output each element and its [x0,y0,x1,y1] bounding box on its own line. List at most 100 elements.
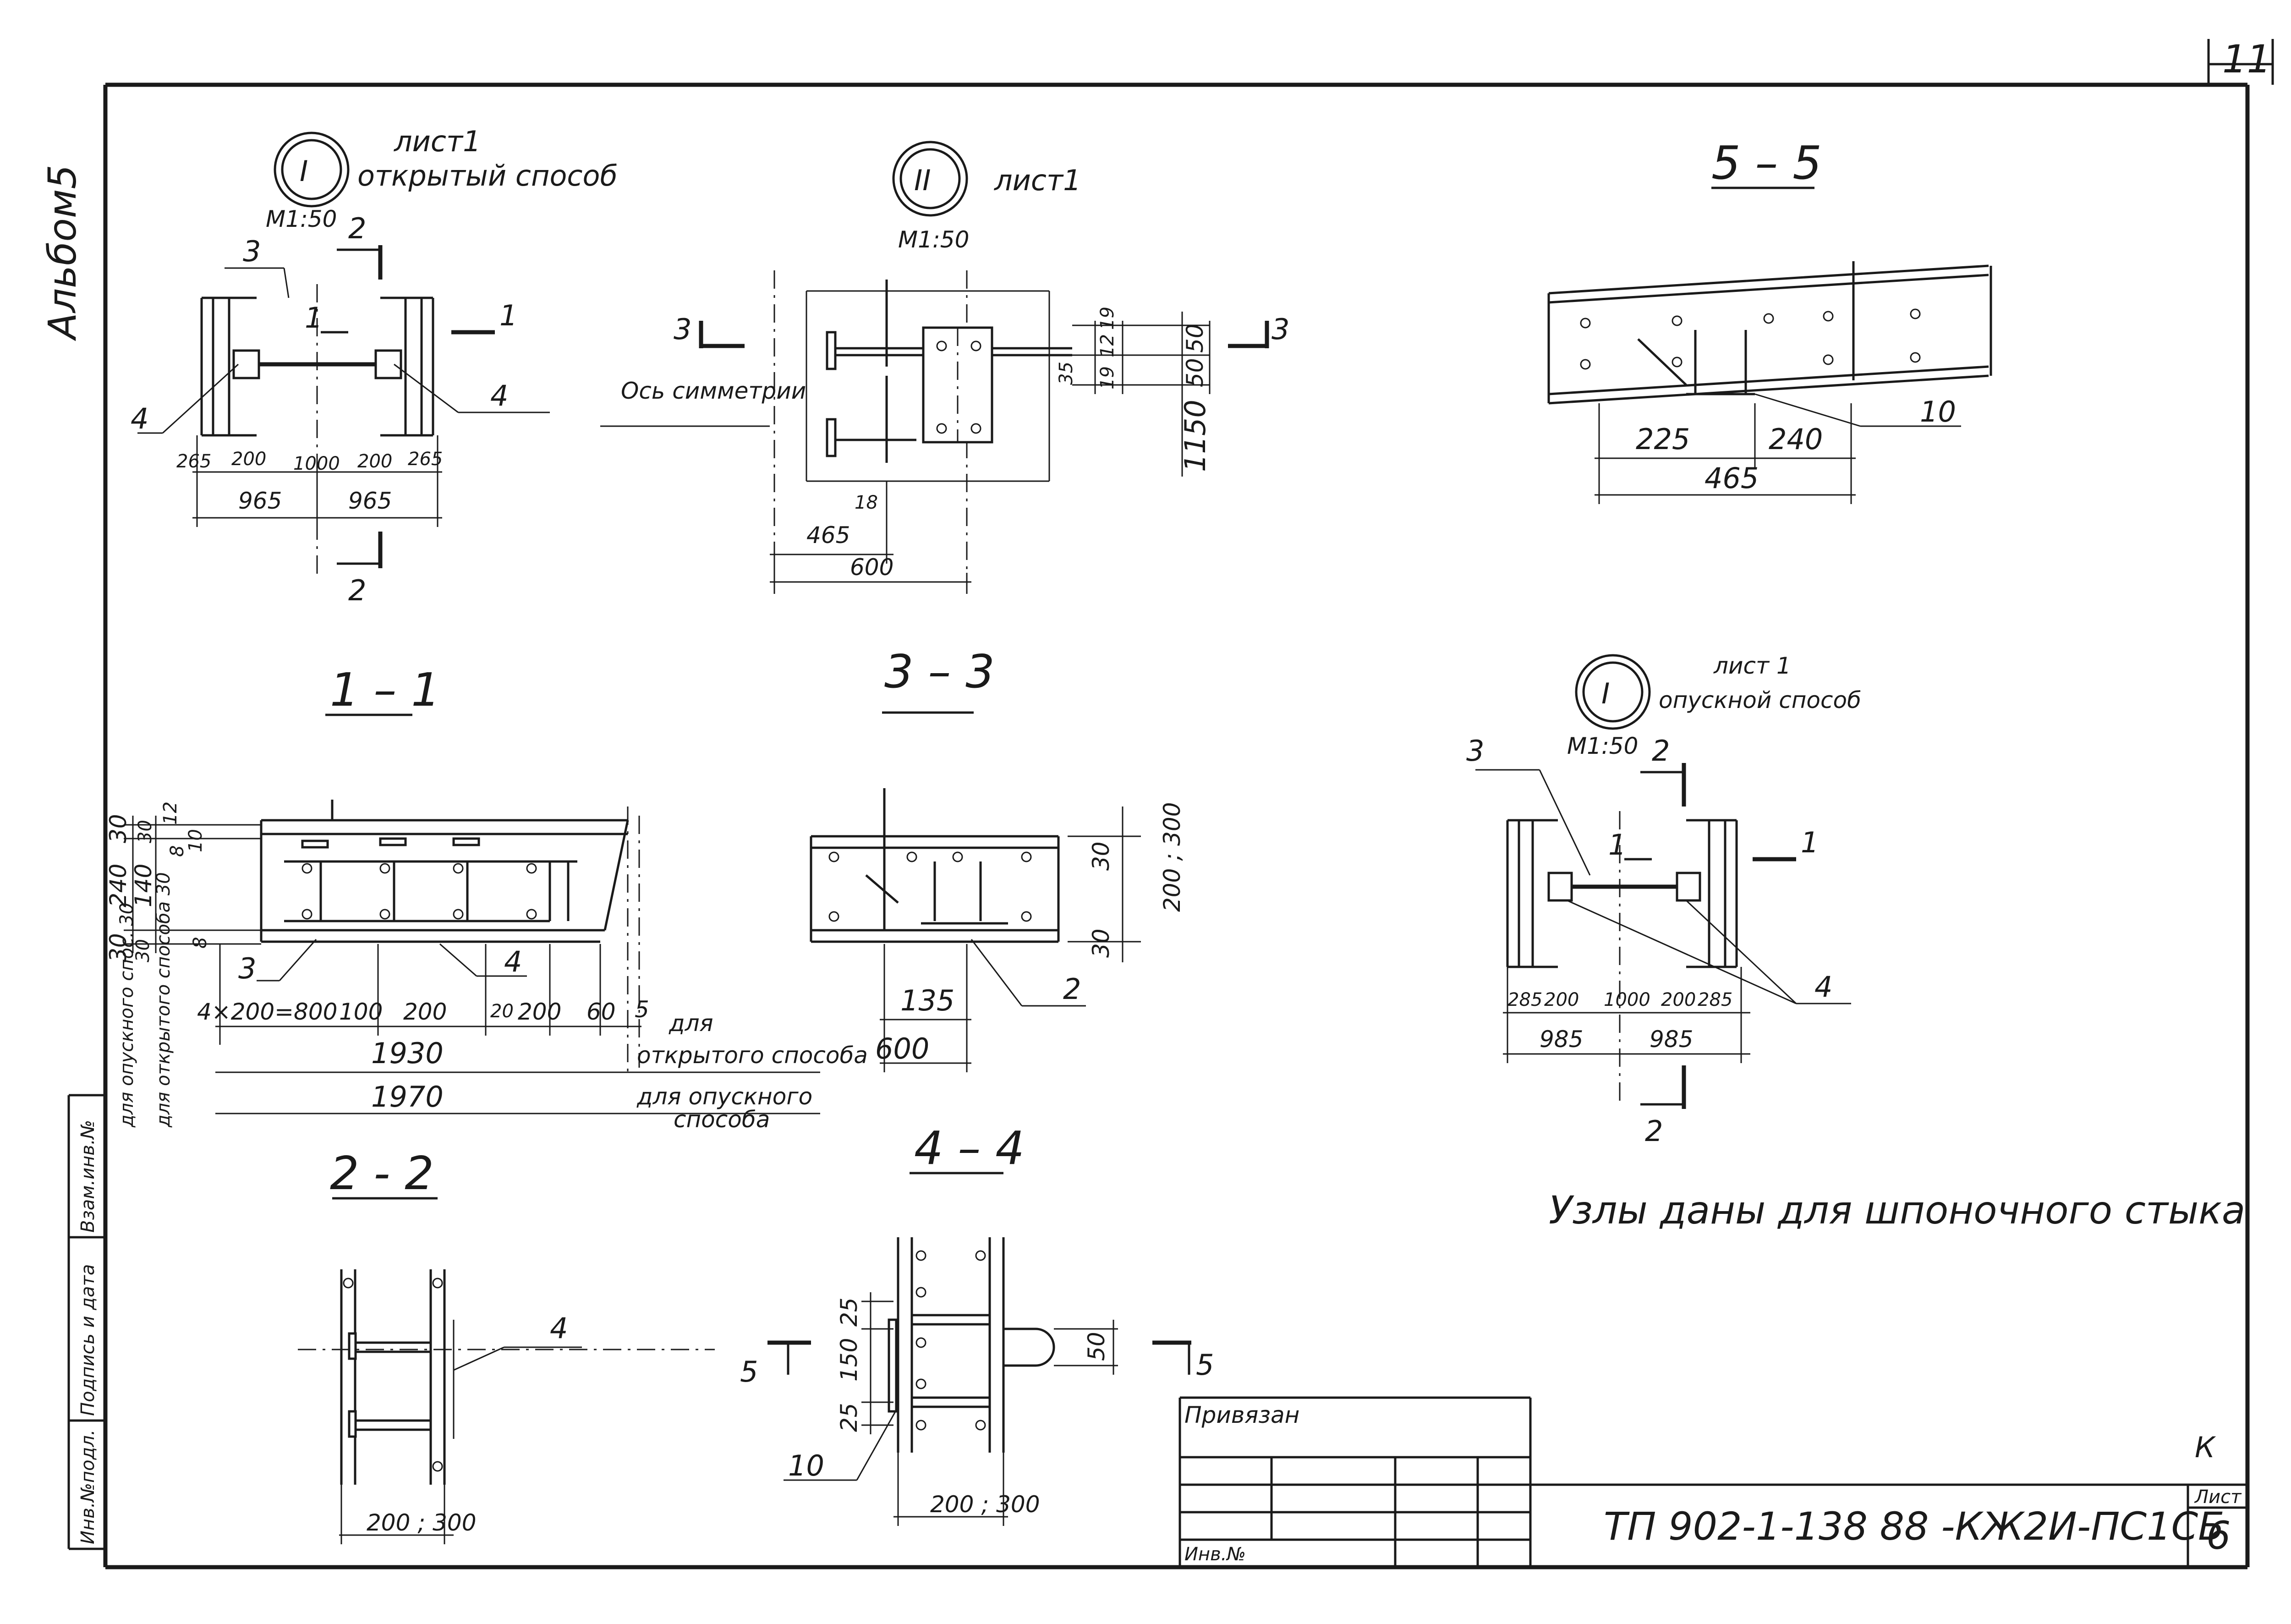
title-block-doc-code: ТП 902-1-138 88 -КЖ2И-ПС1СБ [1604,1504,2225,1549]
section11-dim-60: 60 [586,999,616,1025]
view-section33: 3 – 3 30 30 200 ; 300 135 600 2 [810,645,1185,1072]
view-node1-open: I лист1 открытый способ М1:50 2 2 1 1 3 [131,125,618,607]
section11-dim-10: 10 [185,829,206,852]
section11-vert-note-open: для открытого способа 30 [153,872,174,1128]
sheet-frame [103,39,2274,1569]
node2-dim-19-top: 19 [1097,307,1118,330]
section55-pos-10: 10 [1920,395,1956,428]
section33-dim-600: 600 [875,1032,929,1065]
node1-lower-cut-1-left: 1 [1608,828,1626,861]
node2-dim-19-bottom: 19 [1097,366,1118,390]
section11-pos-3: 3 [238,952,256,985]
section44-dim-200-300: 200 ; 300 [930,1491,1040,1518]
node2-dim-50-bottom: 50 [1182,358,1208,387]
node2-dim-465: 465 [806,522,850,549]
node1-open-method: открытый способ [357,159,618,192]
node1-lower-dim-285-left: 285 [1507,989,1542,1010]
view-section11: 1 – 1 30 240 [105,663,868,1133]
node2-cut-3-right: 3 [1272,313,1289,346]
section11-dim-240: 240 [105,864,132,907]
section33-dim-30-top: 30 [1088,841,1114,871]
section22-pos-4: 4 [550,1311,568,1345]
section55-title: 5 – 5 [1711,136,1822,190]
section44-dim-150: 150 [836,1338,862,1382]
node1-lower-sheet: лист 1 [1713,653,1791,679]
section33-dim-200-300: 200 ; 300 [1159,802,1185,912]
node2-dim-600: 600 [850,554,893,581]
section11-dim-20: 20 [490,1001,514,1022]
node1-open-cut-2-bottom: 2 [348,574,366,607]
section11-dim-8-b: 8 [190,937,211,949]
stamp-inv-original: Инв.№подл. [77,1429,99,1544]
section11-dim-5: 5 [635,996,649,1023]
view-node1-lower: I лист 1 опускной способ М1:50 2 2 1 1 3 [1466,653,1861,1148]
section11-dim-30-b: 30 [105,933,132,962]
node2-dim-1150: 1150 [1178,400,1212,472]
node1-lower-method: опускной способ [1659,687,1861,713]
view-section44: 4 – 4 5 5 25 150 25 50 [740,1121,1214,1526]
section33-title: 3 – 3 [884,645,995,698]
section11-note-lower-2: способа [674,1106,770,1133]
node1-open-mark: I [300,154,308,188]
title-block [1178,1396,2247,1567]
node1-lower-cut-2-top: 2 [1652,734,1670,768]
node1-open-scale: М1:50 [266,206,337,232]
node1-open-dim-200-right: 200 [357,451,392,472]
view-section55: 5 – 5 10 225 240 465 [1547,136,1992,504]
node1-lower-mark: I [1601,677,1610,710]
section11-dim-8-a: 8 [167,845,188,857]
title-block-sheet-label: Лист [2194,1487,2242,1508]
node1-open-pos-3: 3 [243,235,261,268]
sheet-corner-number: 11 [2222,37,2271,82]
title-block-mark: К [2195,1431,2216,1464]
section11-dim-30-a: 30 [105,814,132,843]
node1-open-dim-1000: 1000 [293,453,340,474]
node1-lower-cut-1-right: 1 [1801,826,1819,859]
title-block-inv-no: Инв.№ [1184,1544,1246,1565]
section11-dim-30-d: 30 [135,820,156,843]
section44-pos-10: 10 [788,1449,824,1482]
node1-lower-pos-4: 4 [1814,970,1832,1004]
section11-len-lower: 1970 [371,1080,444,1114]
section33-pos-2: 2 [1063,972,1081,1006]
node1-lower-dim-200-left: 200 [1544,989,1579,1010]
section55-dim-240: 240 [1769,422,1823,456]
node1-lower-scale: М1:50 [1567,733,1638,759]
section11-len-open: 1930 [371,1037,444,1070]
section11-dim-4x200: 4×200=800 [197,999,337,1025]
side-stamp [67,1094,105,1550]
node1-open-dim-965-right: 965 [348,488,392,514]
node2-cut-3-left: 3 [674,313,691,346]
node1-open-dim-265-left: 265 [176,451,211,472]
node2-scale: М1:50 [898,226,969,253]
node2-dim-12: 12 [1097,334,1118,357]
section11-note-lower-1: для опускного [636,1083,812,1110]
section11-pos-4: 4 [504,945,522,978]
stamp-signature-date: Подпись и дата [77,1264,99,1416]
node1-open-dim-265-right: 265 [408,449,443,470]
node1-lower-dim-285-right: 285 [1698,989,1732,1010]
view-section22: 2 - 2 4 200 ; 300 [298,1147,715,1544]
section44-title: 4 – 4 [914,1121,1025,1175]
section11-dim-200b: 200 [518,999,561,1025]
node2-dim-50-top: 50 [1182,324,1208,353]
node1-lower-dim-985-left: 985 [1540,1026,1583,1053]
section11-vert-note-lower: для опускного спос. 30 [116,903,137,1128]
section11-dim-140: 140 [130,864,157,907]
node1-open-pos-4-left: 4 [131,402,148,435]
node1-lower-dim-200-right: 200 [1661,989,1696,1010]
node2-sheet: лист1 [994,164,1081,197]
node1-open-cut-1-left: 1 [305,301,323,335]
section33-dim-135: 135 [900,984,954,1017]
node1-open-cut-1-right: 1 [499,299,517,332]
section55-dim-465: 465 [1705,461,1759,495]
section11-note-open-1: для [669,1010,713,1037]
section11-dim-200: 200 [403,999,447,1025]
node1-lower-dim-985-right: 985 [1650,1026,1693,1053]
title-block-sheet-no: 6 [2206,1513,2231,1558]
section11-title: 1 – 1 [330,663,440,717]
view-node2: II лист1 М1:50 19 12 19 35 50 50 [600,141,1289,596]
section11-dim-30-c: 30 [132,939,153,962]
node1-lower-cut-2-bottom: 2 [1645,1114,1663,1148]
